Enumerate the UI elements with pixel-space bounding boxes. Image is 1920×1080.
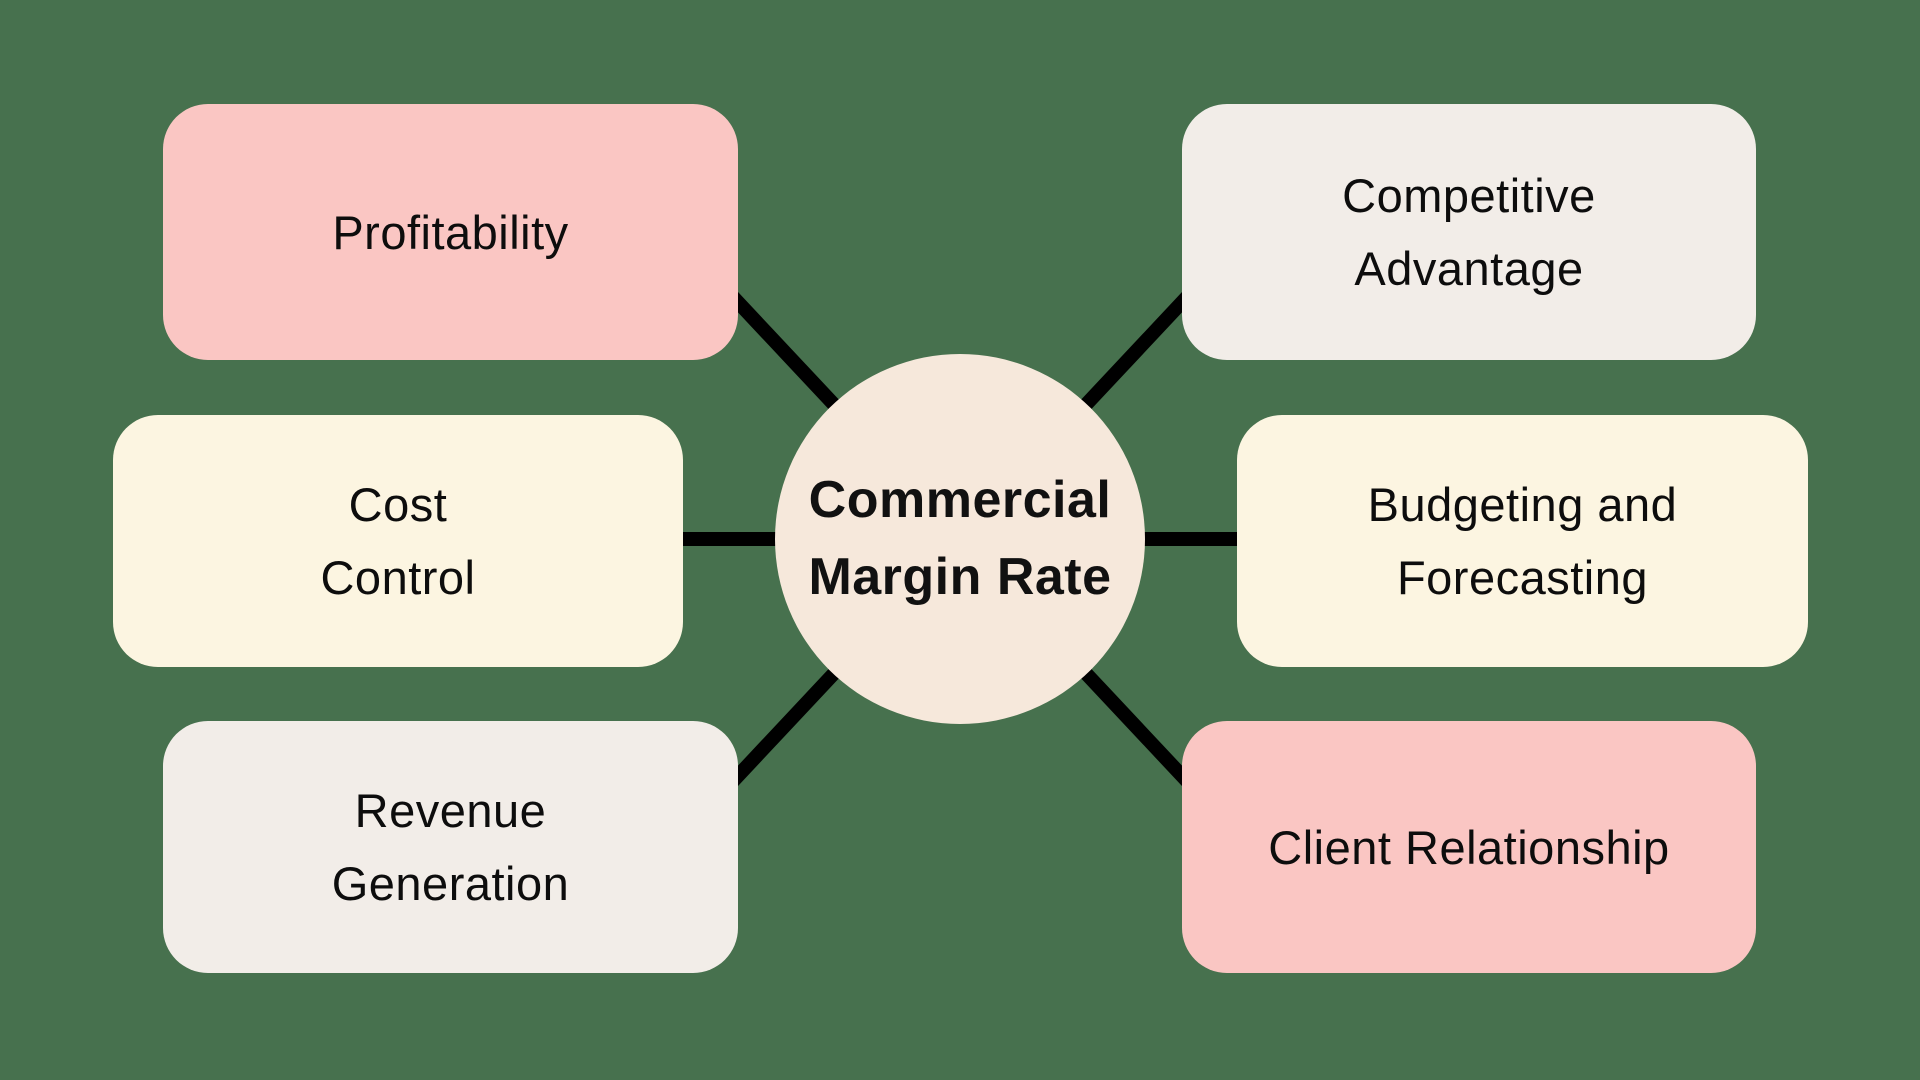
node-label-line: Client Relationship bbox=[1268, 820, 1670, 874]
node-competitive-advantage: Competitive Advantage bbox=[1182, 104, 1756, 360]
node-revenue-generation: Revenue Generation bbox=[163, 721, 738, 973]
node-cost-control: Cost Control bbox=[113, 415, 683, 667]
node-label-line: Competitive bbox=[1342, 169, 1596, 222]
node-cost-control-label: Cost Control bbox=[320, 468, 475, 614]
node-label-line: Revenue bbox=[354, 784, 547, 837]
node-label-line: Budgeting and bbox=[1367, 478, 1678, 531]
node-client-relationship-label: Client Relationship bbox=[1268, 811, 1669, 884]
node-revenue-generation-label: Revenue Generation bbox=[332, 774, 570, 920]
node-competitive-advantage-label: Competitive Advantage bbox=[1342, 159, 1596, 305]
central-node-label-line2: Margin Rate bbox=[808, 548, 1112, 606]
node-budgeting-forecasting: Budgeting and Forecasting bbox=[1237, 415, 1808, 667]
node-profitability-label: Profitability bbox=[332, 196, 568, 269]
central-node-commercial-margin-rate: Commercial Margin Rate bbox=[775, 354, 1145, 724]
node-label-line: Profitability bbox=[332, 205, 569, 259]
node-label-line: Forecasting bbox=[1396, 551, 1649, 604]
node-client-relationship: Client Relationship bbox=[1182, 721, 1756, 973]
node-profitability: Profitability bbox=[163, 104, 738, 360]
central-node-label-line1: Commercial bbox=[808, 471, 1112, 529]
node-label-line: Advantage bbox=[1354, 242, 1584, 295]
node-label-line: Control bbox=[320, 551, 476, 604]
node-label-line: Generation bbox=[331, 857, 570, 910]
node-label-line: Cost bbox=[348, 478, 448, 531]
node-budgeting-forecasting-label: Budgeting and Forecasting bbox=[1368, 468, 1678, 614]
